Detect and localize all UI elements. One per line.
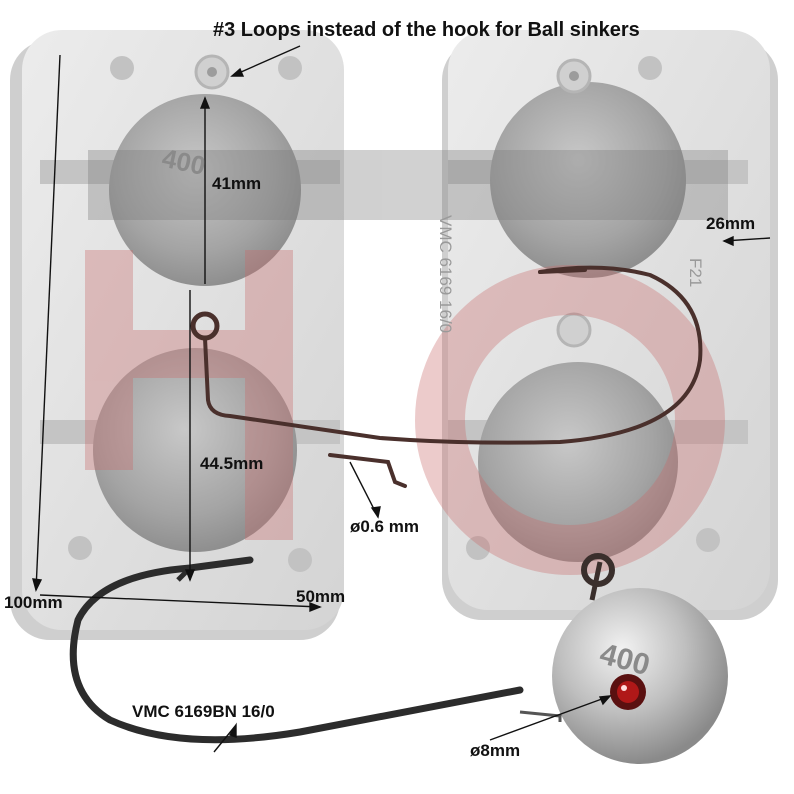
mold-half-left [10, 30, 344, 640]
cavity-bottom-left [93, 348, 297, 552]
mold-width-label: 50mm [296, 587, 346, 606]
mold-height-label: 100mm [4, 593, 63, 612]
eye-diameter-label: ø8mm [470, 741, 521, 760]
ball-sinker [552, 588, 728, 764]
wire-diameter-label: ø0.6 mm [350, 517, 419, 536]
cavity-bottom-right [478, 362, 678, 562]
dimension-lines [32, 45, 771, 753]
ball-diameter-label: 41mm [212, 174, 262, 193]
cavity-top-right [490, 82, 686, 278]
title-caption: #3 Loops instead of the hook for Ball si… [213, 19, 640, 41]
watermark-logo [85, 150, 728, 575]
mold-half-right [442, 30, 778, 620]
side-marking-engraving: VMC 6169 16/0 [436, 215, 455, 333]
jig-head-hook [69, 553, 728, 764]
hook-model-label: VMC 6169BN 16/0 [132, 702, 275, 721]
depth-label: 26mm [706, 214, 756, 233]
code-engraving: F21 [686, 258, 705, 287]
hook-top [190, 265, 703, 488]
hook-length-label: 44.5mm [200, 454, 264, 473]
